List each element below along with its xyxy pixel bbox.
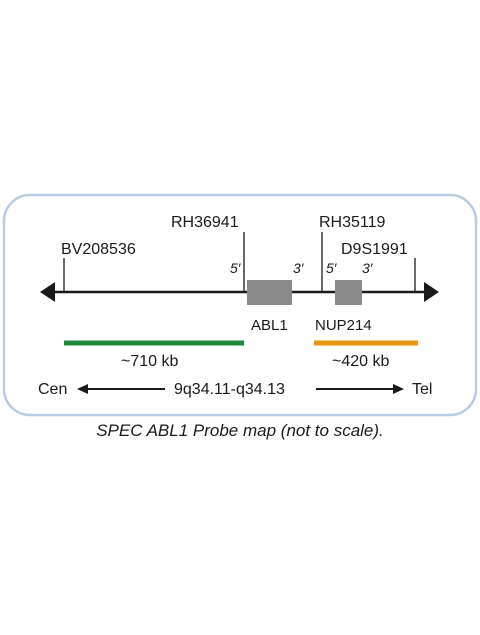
gene-label-nup214: NUP214 [315,317,372,334]
marker-label-rh35119: RH35119 [319,214,386,231]
abl1-five-prime-label: 5′ [230,260,242,276]
diagram-caption: SPEC ABL1 Probe map (not to scale). [96,421,384,440]
orientation-cen-label: Cen [38,381,67,398]
abl1-three-prime-label: 3′ [293,260,305,276]
left-arrowhead [40,282,55,302]
diagram-frame [2,193,478,417]
probe-label-green: ~710 kb [121,353,178,370]
orientation-region-label: 9q34.11-q34.13 [174,381,285,398]
gene-box-abl1 [247,280,292,305]
nup214-three-prime-label: 3′ [362,260,374,276]
probe-map-diagram: BV208536 RH36941 RH35119 D9S1991 5′ 3′ 5… [2,193,478,417]
orientation-tel-label: Tel [412,381,432,398]
marker-label-rh36941: RH36941 [171,214,239,231]
marker-label-bv208536: BV208536 [61,241,136,258]
right-arrowhead [424,282,439,302]
probe-label-orange: ~420 kb [332,353,389,370]
gene-label-abl1: ABL1 [251,317,288,334]
marker-label-d9s1991: D9S1991 [341,241,408,258]
orientation-left-arrowhead [77,384,88,394]
orientation-right-arrowhead [393,384,404,394]
gene-box-nup214 [335,280,362,305]
nup214-five-prime-label: 5′ [326,260,338,276]
